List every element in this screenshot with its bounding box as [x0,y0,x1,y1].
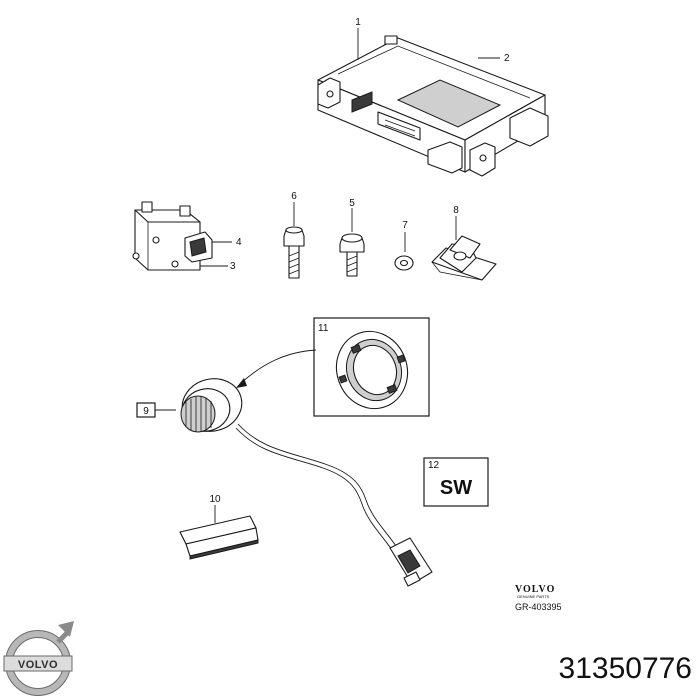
kit-label: SW [440,477,472,499]
callout-6: 6 [291,191,297,202]
volvo-logo-icon [3,621,74,696]
bolt-short-icon [339,208,365,277]
mounting-ring-icon [236,317,430,417]
callout-2: 2 [504,53,510,64]
bolt-long-icon [283,202,305,279]
callout-1: 1 [355,17,361,28]
callout-5: 5 [349,198,355,209]
sensor-bezel-icon [136,378,433,587]
brand-wordmark: VOLVO [515,584,555,595]
brand-subtitle: GENUINE PARTS [517,594,550,599]
control-module-icon [317,28,549,177]
clip-nut-icon [431,216,497,281]
tape-pad-icon [179,505,259,560]
callout-7: 7 [402,220,408,231]
part-number: 31350776 [559,652,692,685]
reference-code: GR-403395 [515,602,562,612]
relay-unit-icon [132,201,232,271]
callout-8: 8 [453,205,459,216]
callout-4: 4 [236,237,242,248]
logo-wordmark: VOLVO [18,659,58,671]
callout-9: 9 [143,406,149,417]
washer-icon [394,232,414,271]
callout-3: 3 [230,261,236,272]
callout-10: 10 [209,494,221,505]
kit-label-box [423,457,489,507]
callout-12: 12 [428,460,440,471]
callout-11: 11 [318,323,329,334]
